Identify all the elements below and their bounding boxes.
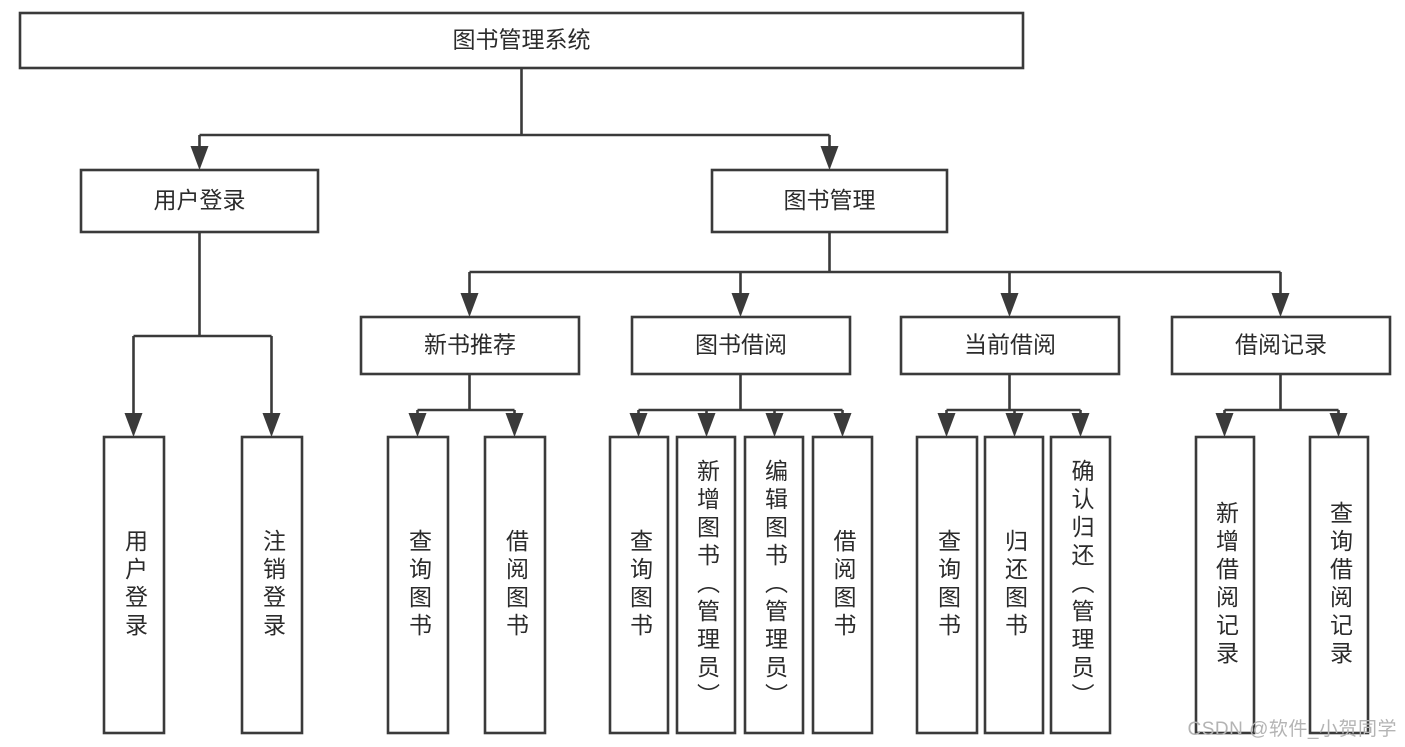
arrow-to-book-mgmt [820,146,839,170]
arrow-to-current-borrow [1000,293,1019,317]
box-layer [18,11,1392,735]
arrow-to-leaf-borrow-book [833,413,852,437]
node-box-root[interactable] [18,11,1025,70]
arrow-to-borrow-record [1271,293,1290,317]
arrow-to-leaf-query-book-rec [408,413,427,437]
node-label-book-borrow: 图书借阅 [695,332,787,358]
node-box-leaf-confirm-return[interactable] [1049,435,1112,735]
node-box-leaf-borrow-book-rec[interactable] [483,435,547,735]
arrow-to-leaf-add-book [697,413,716,437]
node-box-leaf-user-login[interactable] [102,435,166,735]
node-box-user-login[interactable] [79,168,320,234]
node-box-leaf-query-book-current[interactable] [915,435,979,735]
node-label-borrow-record: 借阅记录 [1235,332,1327,358]
arrow-to-leaf-add-borrow-record [1215,413,1234,437]
node-box-leaf-add-borrow-record[interactable] [1194,435,1256,735]
node-box-leaf-return-book[interactable] [983,435,1045,735]
node-label-new-book-recommend: 新书推荐 [424,332,516,358]
node-box-new-book-recommend[interactable] [359,315,581,376]
arrow-to-leaf-borrow-book-rec [505,413,524,437]
arrow-layer [124,146,1348,437]
node-box-leaf-query-borrow-record[interactable] [1308,435,1370,735]
arrow-to-leaf-user-login [124,413,143,437]
node-box-borrow-record[interactable] [1170,315,1392,376]
arrow-to-new-book-recommend [460,293,479,317]
arrow-to-leaf-query-book-current [937,413,956,437]
watermark-text: CSDN @软件_小贺同学 [1187,719,1397,740]
arrow-to-leaf-query-book-borrow [629,413,648,437]
node-box-book-borrow[interactable] [630,315,852,376]
node-box-book-management[interactable] [710,168,949,234]
node-label-book-management: 图书管理 [784,187,876,213]
node-box-leaf-logout[interactable] [240,435,304,735]
node-box-leaf-edit-book[interactable] [743,435,805,735]
arrow-to-user-login [190,146,209,170]
arrow-to-leaf-return-book [1005,413,1024,437]
arrow-to-leaf-query-borrow-record [1329,413,1348,437]
node-label-user-login: 用户登录 [154,187,246,213]
node-box-leaf-query-book-rec[interactable] [386,435,450,735]
node-box-leaf-borrow-book[interactable] [811,435,874,735]
node-box-current-borrow[interactable] [899,315,1121,376]
arrow-to-leaf-edit-book [765,413,784,437]
node-box-leaf-query-book-borrow[interactable] [608,435,670,735]
node-label-root: 图书管理系统 [453,27,591,53]
node-box-leaf-add-book[interactable] [675,435,737,735]
node-label-current-borrow: 当前借阅 [964,332,1056,358]
arrow-to-book-borrow [731,293,750,317]
arrow-to-leaf-logout [262,413,281,437]
arrow-to-leaf-confirm-return [1071,413,1090,437]
